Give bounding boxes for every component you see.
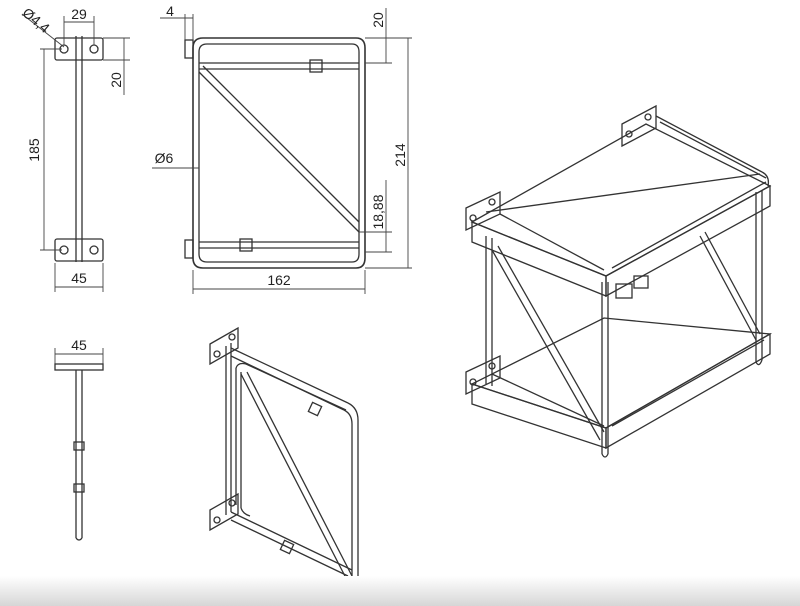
front-view: 29 Ø4,4 20 185 45 [19, 4, 130, 292]
dim-plate-width-top: 29 [71, 6, 87, 22]
dim-top-view-width: 45 [71, 337, 87, 353]
assembly-plate-top-back [621, 104, 657, 148]
dim-brace-offset: 18,88 [370, 194, 386, 229]
dim-hole-diameter: Ø4,4 [19, 4, 53, 36]
bottom-shelf-surface [470, 317, 773, 429]
top-view-weld-2 [73, 483, 85, 493]
iso-plate-bottom [209, 492, 239, 532]
top-shelf-surface [470, 123, 772, 277]
side-clip-bottom [239, 238, 253, 252]
top-view: 45 [54, 337, 104, 541]
side-wall-plate-top [184, 39, 194, 59]
top-view-weld-1 [73, 441, 85, 451]
front-bottom-hole-right [89, 245, 99, 255]
dim-plate-width-bottom: 45 [71, 270, 87, 286]
side-frame-inner [198, 43, 360, 263]
side-view: 4 20 Ø6 214 18,88 162 [152, 3, 412, 294]
top-view-plate [54, 363, 104, 371]
iso-shelf-assembly [465, 104, 773, 458]
bottom-fade [0, 576, 800, 606]
side-frame-outer [192, 37, 366, 269]
dim-offset-top: 4 [166, 3, 174, 19]
iso-plate-top [209, 326, 239, 366]
front-bottom-plate [54, 238, 104, 262]
top-shelf-side-edge [605, 184, 771, 298]
iso-bracket [209, 326, 359, 588]
dim-rod-diameter: Ø6 [155, 150, 174, 166]
side-clip-top [309, 59, 323, 73]
dim-offset-right-top: 20 [370, 12, 386, 28]
dim-total-height: 214 [392, 143, 408, 167]
dim-plate-height: 20 [108, 72, 124, 88]
dim-rod-length: 185 [26, 138, 42, 162]
side-wall-plate-bottom [184, 239, 194, 259]
assembly-clip [615, 283, 633, 299]
bottom-shelf-side-edge [605, 332, 771, 450]
front-top-plate [54, 37, 104, 61]
dim-total-depth: 162 [267, 272, 291, 288]
front-top-hole-right [89, 44, 99, 54]
